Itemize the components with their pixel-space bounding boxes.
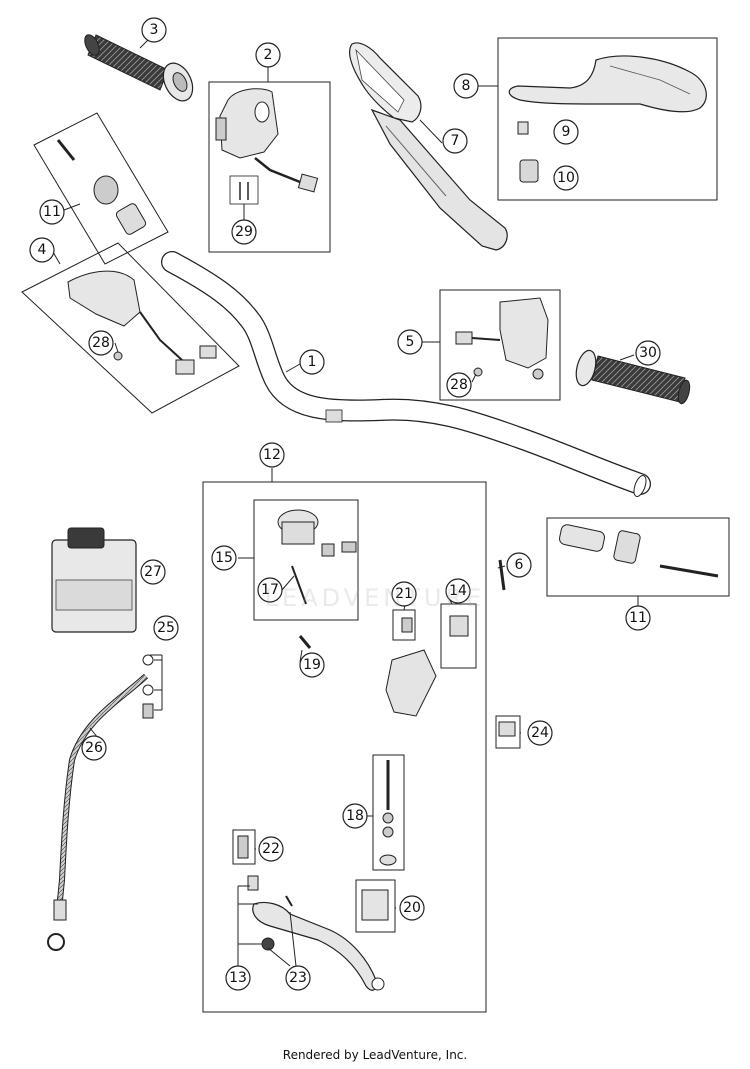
callout-25: 25 [153, 615, 179, 641]
callout-3: 3 [141, 17, 167, 43]
box-part-18 [372, 754, 405, 871]
callout-30: 30 [635, 340, 661, 366]
callout-10: 10 [553, 165, 579, 191]
clutch-master-cylinder [237, 509, 516, 921]
bar-end-left [56, 139, 147, 235]
callout-14: 14 [445, 578, 471, 604]
svg-text:21: 21 [395, 586, 413, 602]
callout-28-right: 28 [446, 372, 472, 398]
box-part-4 [21, 242, 240, 414]
callout-11-right: 11 [625, 605, 651, 631]
handlebar-parts-diagram [21, 34, 730, 1013]
footer-credit: Rendered by LeadVenture, Inc. [282, 1048, 468, 1062]
svg-text:25: 25 [157, 620, 175, 636]
svg-text:10: 10 [557, 170, 575, 186]
box-part-2 [208, 81, 331, 253]
svg-text:14: 14 [449, 583, 467, 599]
callout-20: 20 [399, 895, 425, 921]
svg-text:28: 28 [450, 377, 468, 393]
callout-26: 26 [81, 735, 107, 761]
right-grip [575, 349, 691, 405]
callout-23: 23 [285, 965, 311, 991]
callout-28-left: 28 [88, 330, 114, 356]
svg-text:12: 12 [263, 447, 281, 463]
callout-13: 13 [225, 965, 251, 991]
callout-9: 9 [553, 119, 579, 145]
right-switch [67, 270, 217, 375]
handlebar [161, 251, 651, 497]
throttle-assembly [455, 297, 549, 380]
svg-text:2: 2 [264, 47, 273, 63]
svg-text:15: 15 [215, 550, 233, 566]
callouts-layer: 3 2 29 7 8 9 10 11 4 28 1 5 28 30 12 15 … [29, 17, 661, 991]
callout-27: 27 [140, 559, 166, 585]
svg-text:22: 22 [262, 841, 280, 857]
svg-text:18: 18 [346, 808, 364, 824]
callout-7: 7 [442, 128, 468, 154]
leader-lines [52, 39, 639, 967]
svg-text:19: 19 [303, 657, 321, 673]
fluid-container [51, 527, 137, 633]
svg-text:6: 6 [515, 557, 524, 573]
box-part-12 [202, 481, 487, 1013]
callout-21: 21 [391, 581, 417, 607]
box-part-14 [440, 603, 477, 669]
box-part-15 [253, 499, 359, 621]
callout-22: 22 [258, 836, 284, 862]
left-switch [215, 88, 319, 200]
svg-text:23: 23 [289, 970, 307, 986]
svg-text:11: 11 [629, 610, 647, 626]
callout-15: 15 [211, 545, 237, 571]
callout-4: 4 [29, 237, 55, 263]
svg-text:7: 7 [451, 133, 460, 149]
svg-text:30: 30 [639, 345, 657, 361]
callout-6: 6 [506, 552, 532, 578]
svg-text:5: 5 [406, 334, 415, 350]
svg-text:24: 24 [531, 725, 549, 741]
callout-1: 1 [299, 349, 325, 375]
svg-text:20: 20 [403, 900, 421, 916]
svg-text:9: 9 [562, 124, 571, 140]
left-grip [84, 34, 194, 102]
bar-end-right [559, 524, 719, 578]
callout-11-left: 11 [39, 199, 65, 225]
svg-text:3: 3 [150, 22, 159, 38]
mirror [349, 42, 508, 251]
svg-text:8: 8 [462, 78, 471, 94]
brake-line [47, 654, 154, 951]
box-part-20 [355, 879, 396, 933]
callout-29: 29 [231, 219, 257, 245]
svg-text:1: 1 [308, 354, 317, 370]
box-part-5 [439, 289, 561, 401]
callout-2: 2 [255, 42, 281, 68]
svg-text:29: 29 [235, 224, 253, 240]
svg-text:13: 13 [229, 970, 247, 986]
svg-text:27: 27 [144, 564, 162, 580]
callout-12: 12 [259, 442, 285, 468]
callout-5: 5 [397, 329, 423, 355]
callout-19: 19 [299, 652, 325, 678]
svg-text:28: 28 [92, 335, 110, 351]
hand-guard [508, 55, 707, 183]
svg-text:17: 17 [261, 582, 279, 598]
box-part-22 [232, 829, 256, 865]
svg-text:26: 26 [85, 740, 103, 756]
callout-24: 24 [527, 720, 553, 746]
callout-18: 18 [342, 803, 368, 829]
svg-text:11: 11 [43, 204, 61, 220]
callout-17: 17 [257, 577, 283, 603]
box-part-8 [497, 37, 718, 201]
svg-text:4: 4 [38, 242, 47, 258]
callout-8: 8 [453, 73, 479, 99]
box-part-24 [495, 715, 521, 749]
box-part-11-left [33, 112, 169, 265]
